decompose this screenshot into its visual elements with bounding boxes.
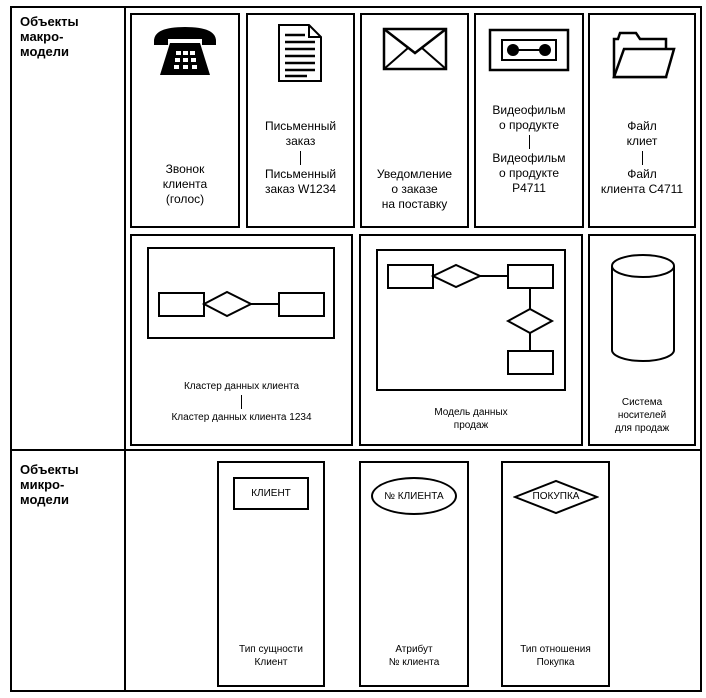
diagram-frame xyxy=(10,6,702,692)
video-instance-label: Видеофильм о продукте Р4711 xyxy=(492,151,566,195)
call-card: Звонок клиента (голос) xyxy=(130,13,240,228)
macro-section-label: Объекты макро- модели xyxy=(20,14,79,59)
relationship-symbol: ПОКУПКА xyxy=(513,479,599,515)
model-er-diagram xyxy=(376,249,566,391)
notification-card: Уведомление о заказе на поставку xyxy=(360,13,469,228)
attribute-card: № КЛИЕНТА Атрибут № клиента xyxy=(359,461,469,687)
entity-type-card: КЛИЕНТ Тип сущности Клиент xyxy=(217,461,325,687)
order-instance-label: Письменный заказ W1234 xyxy=(264,167,337,196)
label-column-divider xyxy=(124,6,126,692)
storage-system-label: Система носителей для продаж xyxy=(614,397,670,434)
document-icon xyxy=(277,23,323,83)
entity-box xyxy=(278,292,325,317)
storage-system-card: Система носителей для продаж xyxy=(588,234,696,446)
relation-diamond xyxy=(430,263,483,289)
entity-symbol: КЛИЕНТ xyxy=(233,477,309,510)
file-instance-label: Файл клиента С4711 xyxy=(600,167,684,196)
attribute-symbol: № КЛИЕНТА xyxy=(371,477,457,515)
file-type-label: Файл клиет xyxy=(626,119,658,148)
written-order-card: Письменный заказ Письменный заказ W1234 xyxy=(246,13,355,228)
entity-symbol-label: КЛИЕНТ xyxy=(251,488,291,499)
order-type-label: Письменный заказ xyxy=(264,119,337,148)
folder-icon xyxy=(610,29,676,81)
database-cylinder-icon xyxy=(608,252,678,364)
call-label: Звонок клиента (голос) xyxy=(162,162,208,206)
instance-connector xyxy=(528,135,530,149)
notification-label: Уведомление о заказе на поставку xyxy=(376,167,453,211)
er-fragment xyxy=(158,290,325,318)
relationship-type-label: Тип отношения Покупка xyxy=(520,644,591,668)
relation-diamond xyxy=(505,307,555,335)
er-model xyxy=(387,263,555,375)
sales-data-model-card: Модель данных продаж xyxy=(359,234,583,446)
relationship-type-card: ПОКУПКА Тип отношения Покупка xyxy=(501,461,610,687)
instance-connector xyxy=(300,151,301,165)
video-card: Видеофильм о продукте Видеофильм о проду… xyxy=(474,13,584,228)
entity-box xyxy=(158,292,205,317)
customer-cluster-card: Кластер данных клиента Кластер данных кл… xyxy=(130,234,353,446)
attribute-symbol-label: № КЛИЕНТА xyxy=(384,490,444,502)
relationship-symbol-label: ПОКУПКА xyxy=(532,491,580,502)
telephone-icon xyxy=(150,23,220,79)
cluster-instance-label: Кластер данных клиента 1234 xyxy=(171,412,312,423)
entity-box xyxy=(387,264,434,289)
instance-connector xyxy=(641,151,643,165)
instance-connector xyxy=(241,395,242,409)
file-card: Файл клиет Файл клиента С4711 xyxy=(588,13,696,228)
micro-section-label: Объекты микро- модели xyxy=(20,462,79,507)
attribute-label: Атрибут № клиента xyxy=(388,644,440,668)
video-type-label: Видеофильм о продукте xyxy=(492,103,566,132)
entity-box xyxy=(507,350,554,375)
entity-type-label: Тип сущности Клиент xyxy=(239,644,303,668)
data-model-label: Модель данных продаж xyxy=(434,407,508,431)
cluster-er-diagram xyxy=(147,247,335,339)
relation-diamond xyxy=(201,290,254,318)
envelope-icon xyxy=(382,27,448,71)
entity-box xyxy=(507,264,554,289)
videotape-icon xyxy=(488,28,570,72)
section-divider xyxy=(10,449,702,451)
cluster-type-label: Кластер данных клиента xyxy=(183,381,300,392)
